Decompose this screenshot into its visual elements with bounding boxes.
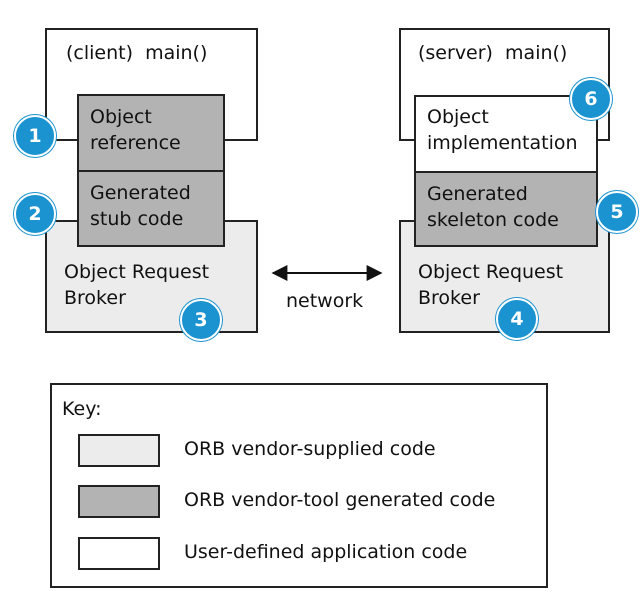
key-swatch-user-defined: [78, 537, 160, 570]
badge-1: 1: [14, 115, 56, 157]
badge-3: 3: [180, 299, 222, 341]
client-object-reference-box: [77, 94, 225, 172]
server-skeleton-code-line2: skeleton code: [427, 209, 559, 231]
network-label: network: [286, 290, 364, 312]
key-label-vendor-supplied: ORB vendor-supplied code: [184, 438, 436, 460]
client-stub-code-line2: stub code: [90, 208, 184, 230]
client-main-label: (client) main(): [66, 42, 208, 64]
client-orb-label-line2: Broker: [64, 287, 126, 309]
server-object-implementation-box: [414, 95, 598, 173]
client-orb-label-line1: Object Request: [64, 261, 210, 283]
server-main-label: (server) main(): [418, 42, 568, 64]
badge-2: 2: [14, 193, 56, 235]
key-label-user-defined: User-defined application code: [184, 541, 468, 563]
server-object-implementation-line1: Object: [427, 106, 489, 128]
server-orb-label-line2: Broker: [418, 287, 480, 309]
client-stub-code-line1: Generated: [90, 182, 191, 204]
key-label-vendor-tool-generated: ORB vendor-tool generated code: [184, 489, 496, 511]
client-stub-code-box: [77, 170, 225, 247]
server-skeleton-code-line1: Generated: [427, 183, 528, 205]
client-object-reference-line1: Object: [90, 106, 152, 128]
server-skeleton-code-box: [414, 171, 598, 247]
server-orb-label-line1: Object Request: [418, 261, 564, 283]
client-object-reference-line2: reference: [90, 132, 181, 154]
badge-6: 6: [570, 78, 612, 120]
badge-5: 5: [596, 191, 638, 233]
key-swatch-vendor-supplied: [78, 434, 160, 467]
key-title: Key:: [62, 398, 102, 420]
key-swatch-vendor-tool-generated: [78, 485, 160, 518]
server-object-implementation-line2: implementation: [427, 132, 578, 154]
badge-4: 4: [496, 298, 538, 340]
